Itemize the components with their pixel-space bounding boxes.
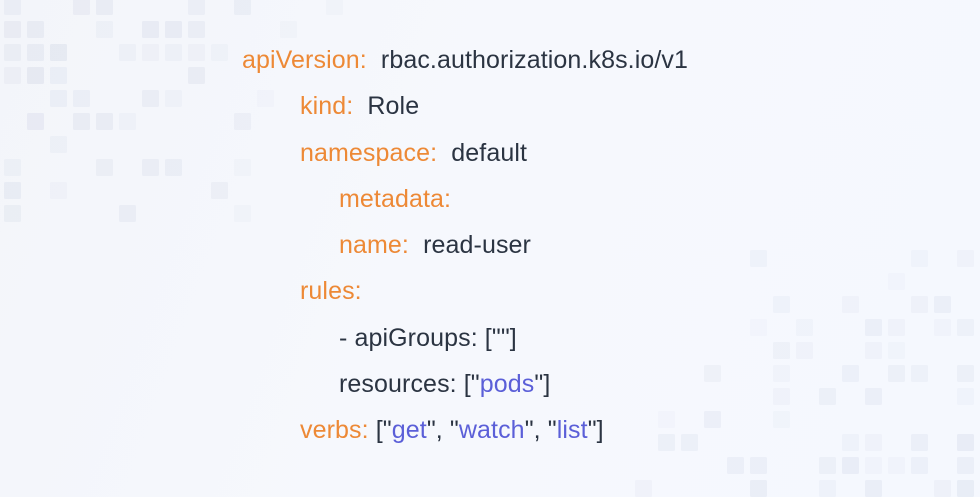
code-line: rules:	[242, 268, 688, 314]
code-segment-plain: "]	[587, 416, 604, 445]
code-segment-key: namespace:	[300, 138, 438, 167]
code-segment-string: get	[391, 416, 427, 445]
code-line: - apiGroups: [""]	[242, 315, 688, 361]
code-segment-string: list	[556, 416, 588, 445]
code-segment-plain: "]	[534, 370, 551, 399]
code-segment-key: apiVersion:	[242, 46, 367, 74]
code-segment-key: name:	[339, 231, 409, 260]
code-segment-key: kind:	[300, 92, 354, 121]
code-segment-plain: ", "	[426, 416, 459, 445]
code-segment-plain: ", "	[524, 416, 557, 445]
code-segment-key: rules:	[300, 277, 362, 306]
code-line: apiVersion: rbac.authorization.k8s.io/v1	[242, 37, 688, 83]
code-segment-string: watch	[458, 416, 525, 445]
code-line: resources: ["pods"]	[242, 361, 688, 407]
code-segment-plain: Role	[353, 92, 420, 121]
yaml-code-block: apiVersion: rbac.authorization.k8s.io/v1…	[242, 37, 688, 454]
code-line: kind: Role	[242, 83, 688, 129]
code-segment-plain: read-user	[408, 231, 531, 260]
code-line: namespace: default	[242, 130, 688, 176]
code-segment-plain: ["	[368, 416, 392, 445]
code-segment-string: pods	[479, 370, 535, 399]
code-segment-plain: - apiGroups: [""]	[339, 323, 517, 352]
code-segment-plain: default	[437, 138, 528, 167]
code-segment-plain: resources: ["	[339, 370, 480, 399]
code-segment-plain: rbac.authorization.k8s.io/v1	[366, 46, 689, 74]
code-line: verbs: ["get", "watch", "list"]	[242, 407, 688, 453]
code-segment-key: metadata:	[339, 184, 452, 213]
code-line: metadata:	[242, 176, 688, 222]
code-line: name: read-user	[242, 222, 688, 268]
code-segment-key: verbs:	[300, 416, 369, 445]
